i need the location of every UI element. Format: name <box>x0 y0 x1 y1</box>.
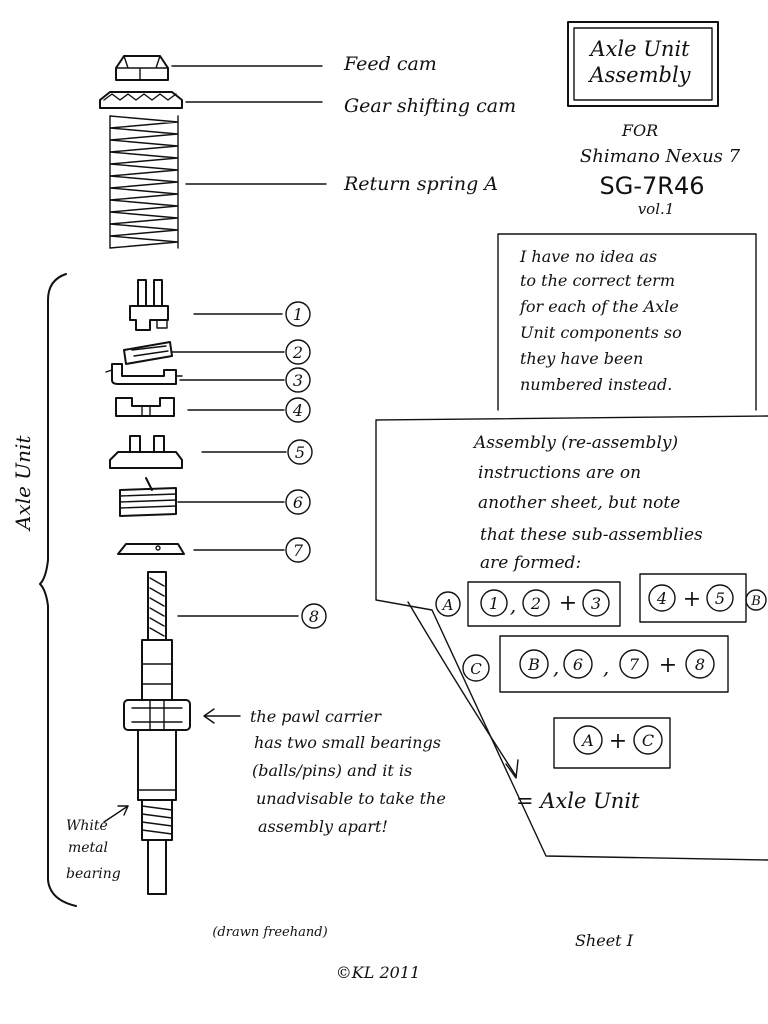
svg-text:,: , <box>553 655 559 679</box>
svg-text:C: C <box>470 660 482 678</box>
svg-text:6: 6 <box>573 655 583 674</box>
bearing-note-arrow <box>103 805 129 823</box>
svg-text:3: 3 <box>591 594 601 613</box>
note-box-text: I have no idea as to the correct term fo… <box>519 247 682 394</box>
component-number-3: 3 <box>285 367 311 393</box>
component-7-drawing <box>117 543 185 555</box>
svg-text:the pawl carrier: the pawl carrier <box>250 707 382 726</box>
component-number-4: 4 <box>285 397 311 423</box>
pawl-carrier-drawing <box>123 699 191 731</box>
title-for: FOR <box>621 121 658 140</box>
svg-text:,: , <box>510 593 516 617</box>
svg-text:metal: metal <box>68 840 108 856</box>
component-number-5: 5 <box>287 439 313 465</box>
svg-text:to the correct term: to the correct term <box>520 271 675 290</box>
svg-text:2: 2 <box>292 343 303 362</box>
component-number-6: 6 <box>285 489 311 515</box>
bearing-note: White metal bearing <box>66 818 121 882</box>
svg-text:for each of the Axle: for each of the Axle <box>519 297 679 316</box>
svg-text:4: 4 <box>292 401 303 420</box>
svg-text:A: A <box>580 731 594 750</box>
svg-text:1: 1 <box>293 305 303 324</box>
pawl-carrier-note: the pawl carrier has two small bearings … <box>250 707 446 836</box>
svg-text:B: B <box>527 655 540 674</box>
svg-text:4: 4 <box>656 589 667 608</box>
sheet-number: Sheet I <box>575 931 634 950</box>
svg-text:+: + <box>683 587 701 612</box>
gear-shifting-cam-label: Gear shifting cam <box>344 95 516 117</box>
component-3-drawing <box>105 363 183 385</box>
svg-text:B: B <box>750 594 761 609</box>
svg-text:White: White <box>66 818 108 834</box>
drawn-freehand-note: (drawn freehand) <box>212 925 327 940</box>
svg-text:7: 7 <box>293 541 304 560</box>
component-4-drawing <box>115 397 175 417</box>
instructions-panel-frame <box>375 415 768 861</box>
feed-cam-label: Feed cam <box>343 53 437 75</box>
copyright-label: ©KL 2011 <box>336 963 420 982</box>
subassembly-b: 4 + 5 B <box>639 573 767 623</box>
axle-unit-brace <box>39 273 77 907</box>
svg-text:7: 7 <box>629 655 640 674</box>
return-spring-label: Return spring A <box>343 173 498 195</box>
svg-text:has two small bearings: has two small bearings <box>254 733 441 752</box>
component-number-7: 7 <box>285 537 311 563</box>
subassembly-c: C B , 6 , 7 + 8 <box>462 635 729 693</box>
return-spring-drawing <box>109 115 179 249</box>
gear-shifting-cam-drawing <box>99 91 183 109</box>
volume-label: vol.1 <box>638 200 675 218</box>
pawl-note-arrow <box>203 708 241 724</box>
svg-text:they have been: they have been <box>520 349 643 368</box>
svg-text:I have no idea as: I have no idea as <box>519 247 657 266</box>
subassembly-a: A 1 , 2 + 3 <box>435 581 621 627</box>
svg-text:(balls/pins) and it is: (balls/pins) and it is <box>252 761 412 780</box>
svg-text:+: + <box>609 729 627 754</box>
component-1-drawing <box>129 279 169 331</box>
svg-text:unadvisable to take the: unadvisable to take the <box>256 789 446 808</box>
model-code: SG-7R46 <box>600 172 705 200</box>
component-5-drawing <box>109 435 183 469</box>
svg-text:8: 8 <box>309 607 319 626</box>
svg-text:another sheet, but note: another sheet, but note <box>478 493 680 513</box>
svg-text:1: 1 <box>489 594 499 613</box>
svg-text:5: 5 <box>715 589 725 608</box>
component-6-drawing <box>119 477 177 517</box>
svg-text:instructions are on: instructions are on <box>478 463 641 483</box>
svg-text:+: + <box>659 653 677 678</box>
svg-text:C: C <box>642 731 654 750</box>
svg-text:Unit components so: Unit components so <box>520 323 682 342</box>
svg-text:bearing: bearing <box>66 866 121 882</box>
svg-text:2: 2 <box>530 594 541 613</box>
svg-text:are formed:: are formed: <box>480 553 581 573</box>
axle-unit-side-label: Axle Unit <box>11 435 35 532</box>
title-line-2: Assembly <box>587 63 691 87</box>
note-box-frame <box>497 233 757 411</box>
subassembly-final: A + C <box>553 717 671 769</box>
title-box: Axle Unit Assembly <box>567 21 719 107</box>
svg-text:A: A <box>441 596 454 614</box>
component-number-1: 1 <box>285 301 311 327</box>
svg-text:8: 8 <box>695 655 705 674</box>
feed-cam-drawing <box>115 55 169 81</box>
svg-text:3: 3 <box>293 371 303 390</box>
title-line-1: Axle Unit <box>588 37 690 61</box>
svg-text:assembly apart!: assembly apart! <box>258 817 388 836</box>
component-number-2: 2 <box>285 339 311 365</box>
svg-text:5: 5 <box>295 443 305 462</box>
svg-text:numbered instead.: numbered instead. <box>520 375 672 394</box>
svg-text:+: + <box>559 591 577 616</box>
svg-text:6: 6 <box>293 493 303 512</box>
component-2-drawing <box>123 341 173 365</box>
model-name: Shimano Nexus 7 <box>580 146 741 167</box>
axle-unit-result: = Axle Unit <box>516 789 640 813</box>
instructions-text: Assembly (re-assembly) instructions are … <box>472 433 703 573</box>
component-8-axle-drawing <box>123 571 191 895</box>
result-arrow <box>407 601 519 779</box>
component-number-8: 8 <box>301 603 327 629</box>
svg-text:Assembly (re-assembly): Assembly (re-assembly) <box>472 433 678 453</box>
svg-text:,: , <box>603 655 609 679</box>
svg-text:that these sub-assemblies: that these sub-assemblies <box>480 525 703 545</box>
